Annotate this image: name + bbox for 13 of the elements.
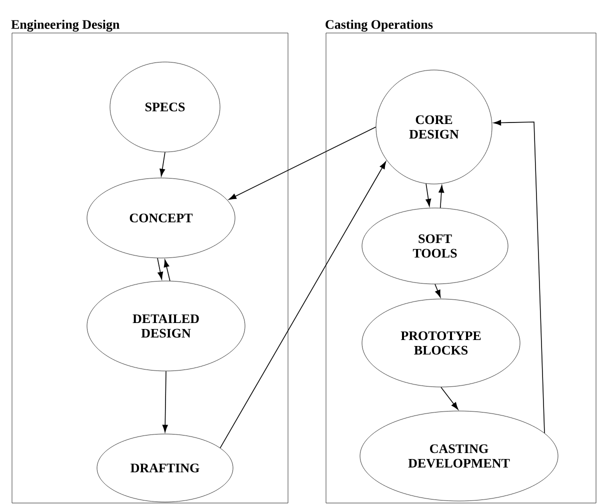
arrow — [440, 386, 458, 410]
arrow — [494, 120, 545, 434]
arrow — [228, 126, 376, 200]
arrow — [438, 185, 444, 208]
arrow — [164, 260, 170, 282]
node-label: Casting Operations — [326, 20, 433, 32]
arrow — [157, 258, 164, 280]
arrow — [434, 284, 441, 298]
node-label: Engineering Design — [11, 20, 120, 32]
arrow — [160, 152, 166, 176]
arrow — [426, 183, 432, 206]
arrow — [220, 161, 386, 448]
arrow — [162, 370, 168, 432]
